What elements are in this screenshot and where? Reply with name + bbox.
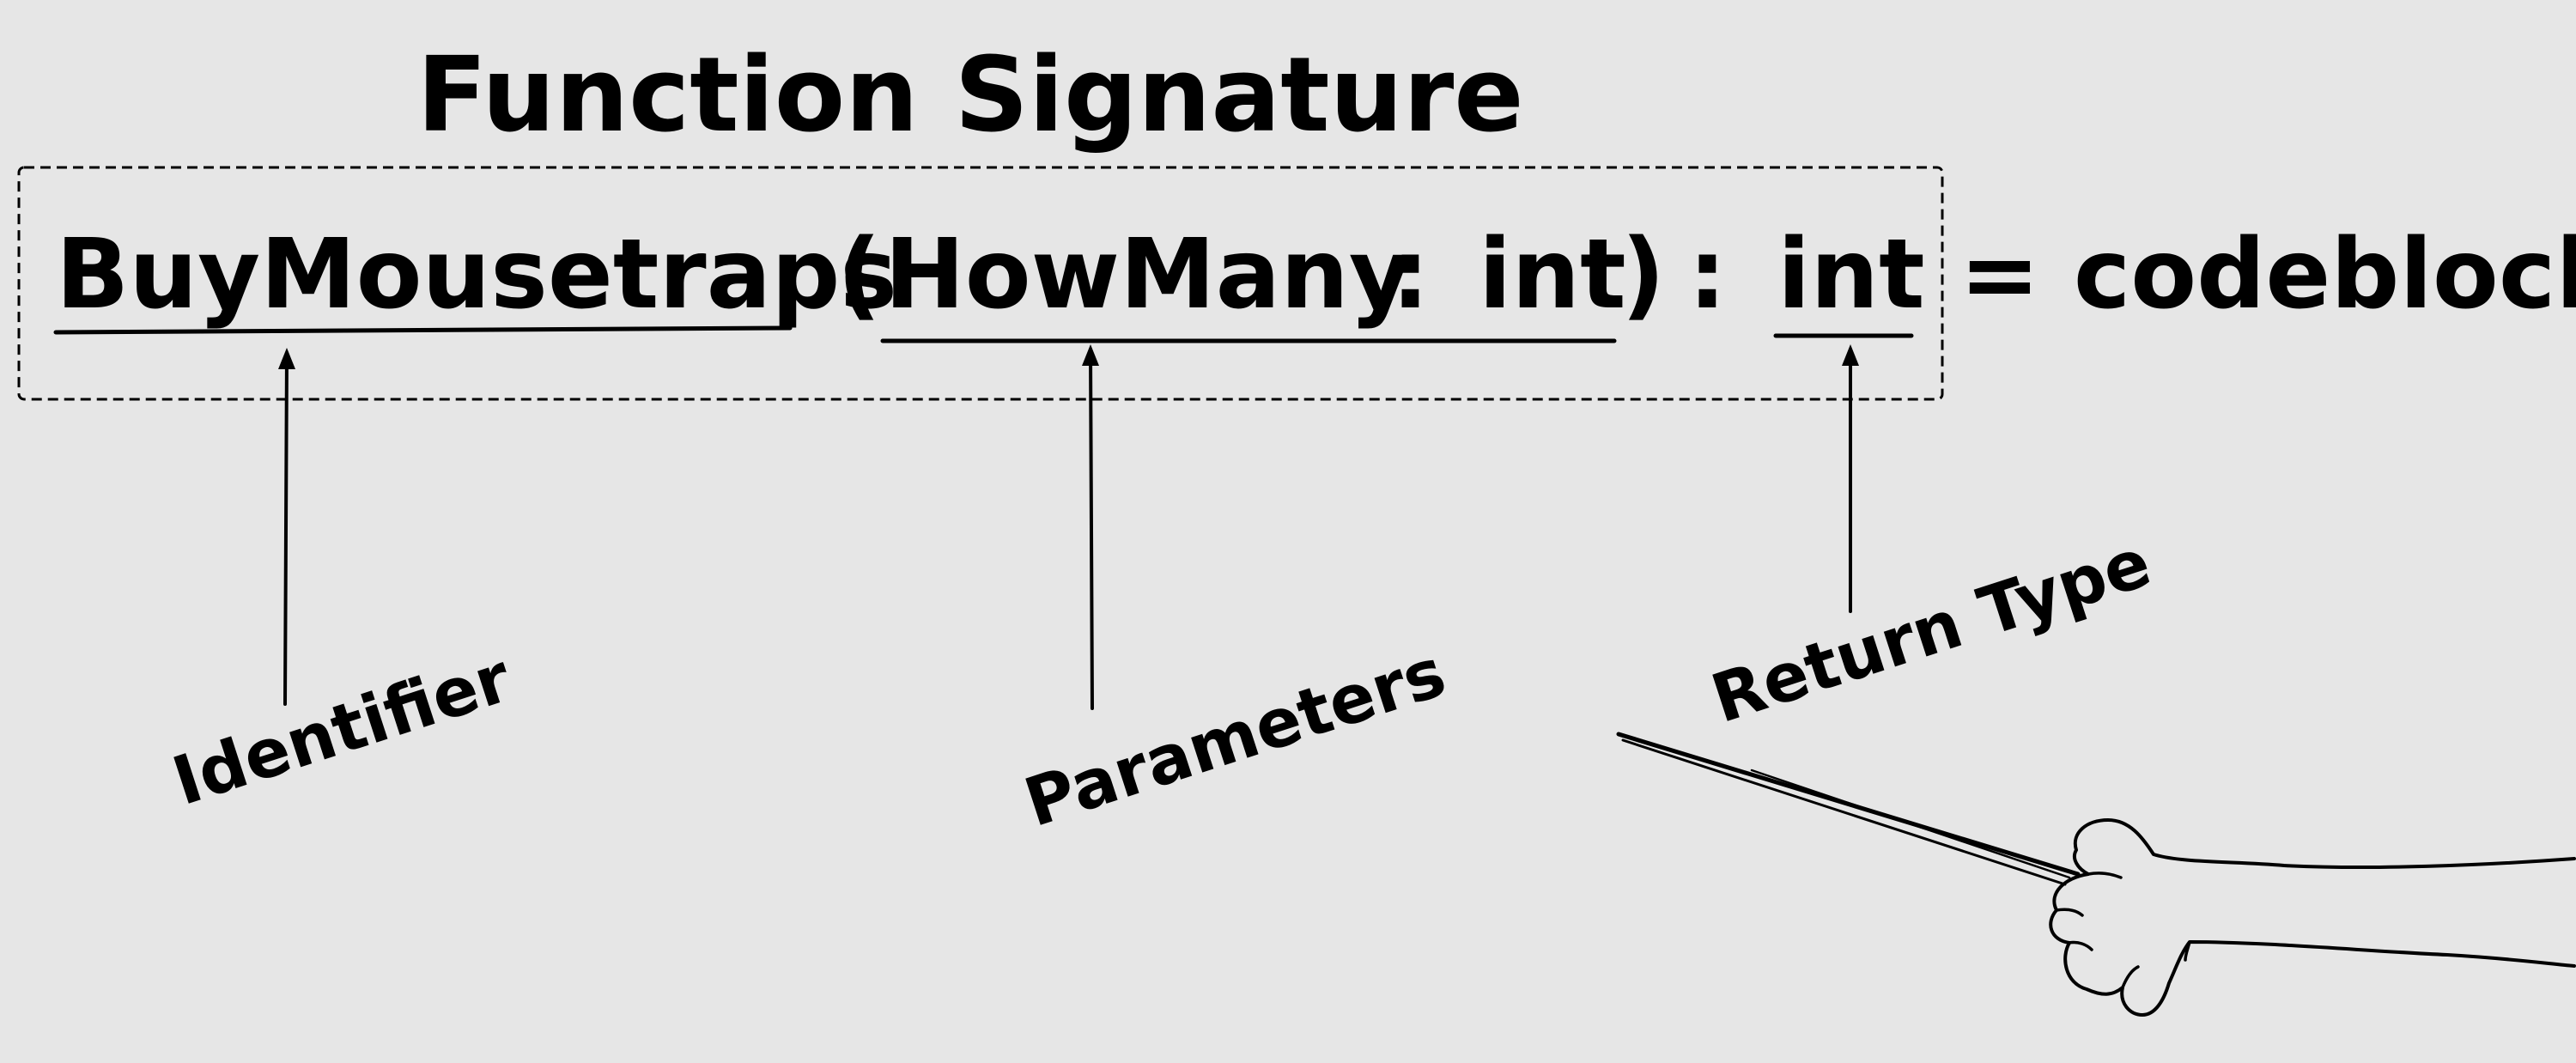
close-paren-text: ) [1621, 219, 1665, 331]
parameters-label: Parameters [1016, 634, 1455, 842]
param-name-text: HowMany [884, 219, 1412, 331]
identifier-text: BuyMousetraps [56, 219, 897, 331]
identifier-arrow [278, 348, 295, 706]
signature-box [17, 166, 1944, 401]
parameters-arrow [1082, 344, 1099, 710]
param-type-text: int [1479, 219, 1626, 331]
param-colon-text: : [1391, 219, 1430, 331]
return-type-arrow [1842, 344, 1859, 613]
open-paren-text: ( [837, 219, 881, 331]
diagram-title: Function Signature [416, 36, 1523, 155]
assignment-text: = codeblock [1959, 219, 2576, 331]
return-type-label: Return Type [1703, 525, 2160, 739]
identifier-underline [53, 325, 793, 335]
return-type-text: int [1777, 219, 1925, 331]
hand-pointer-icon [1616, 732, 2576, 1017]
identifier-label: Identifier [164, 640, 520, 821]
return-colon-text: : [1688, 219, 1727, 331]
